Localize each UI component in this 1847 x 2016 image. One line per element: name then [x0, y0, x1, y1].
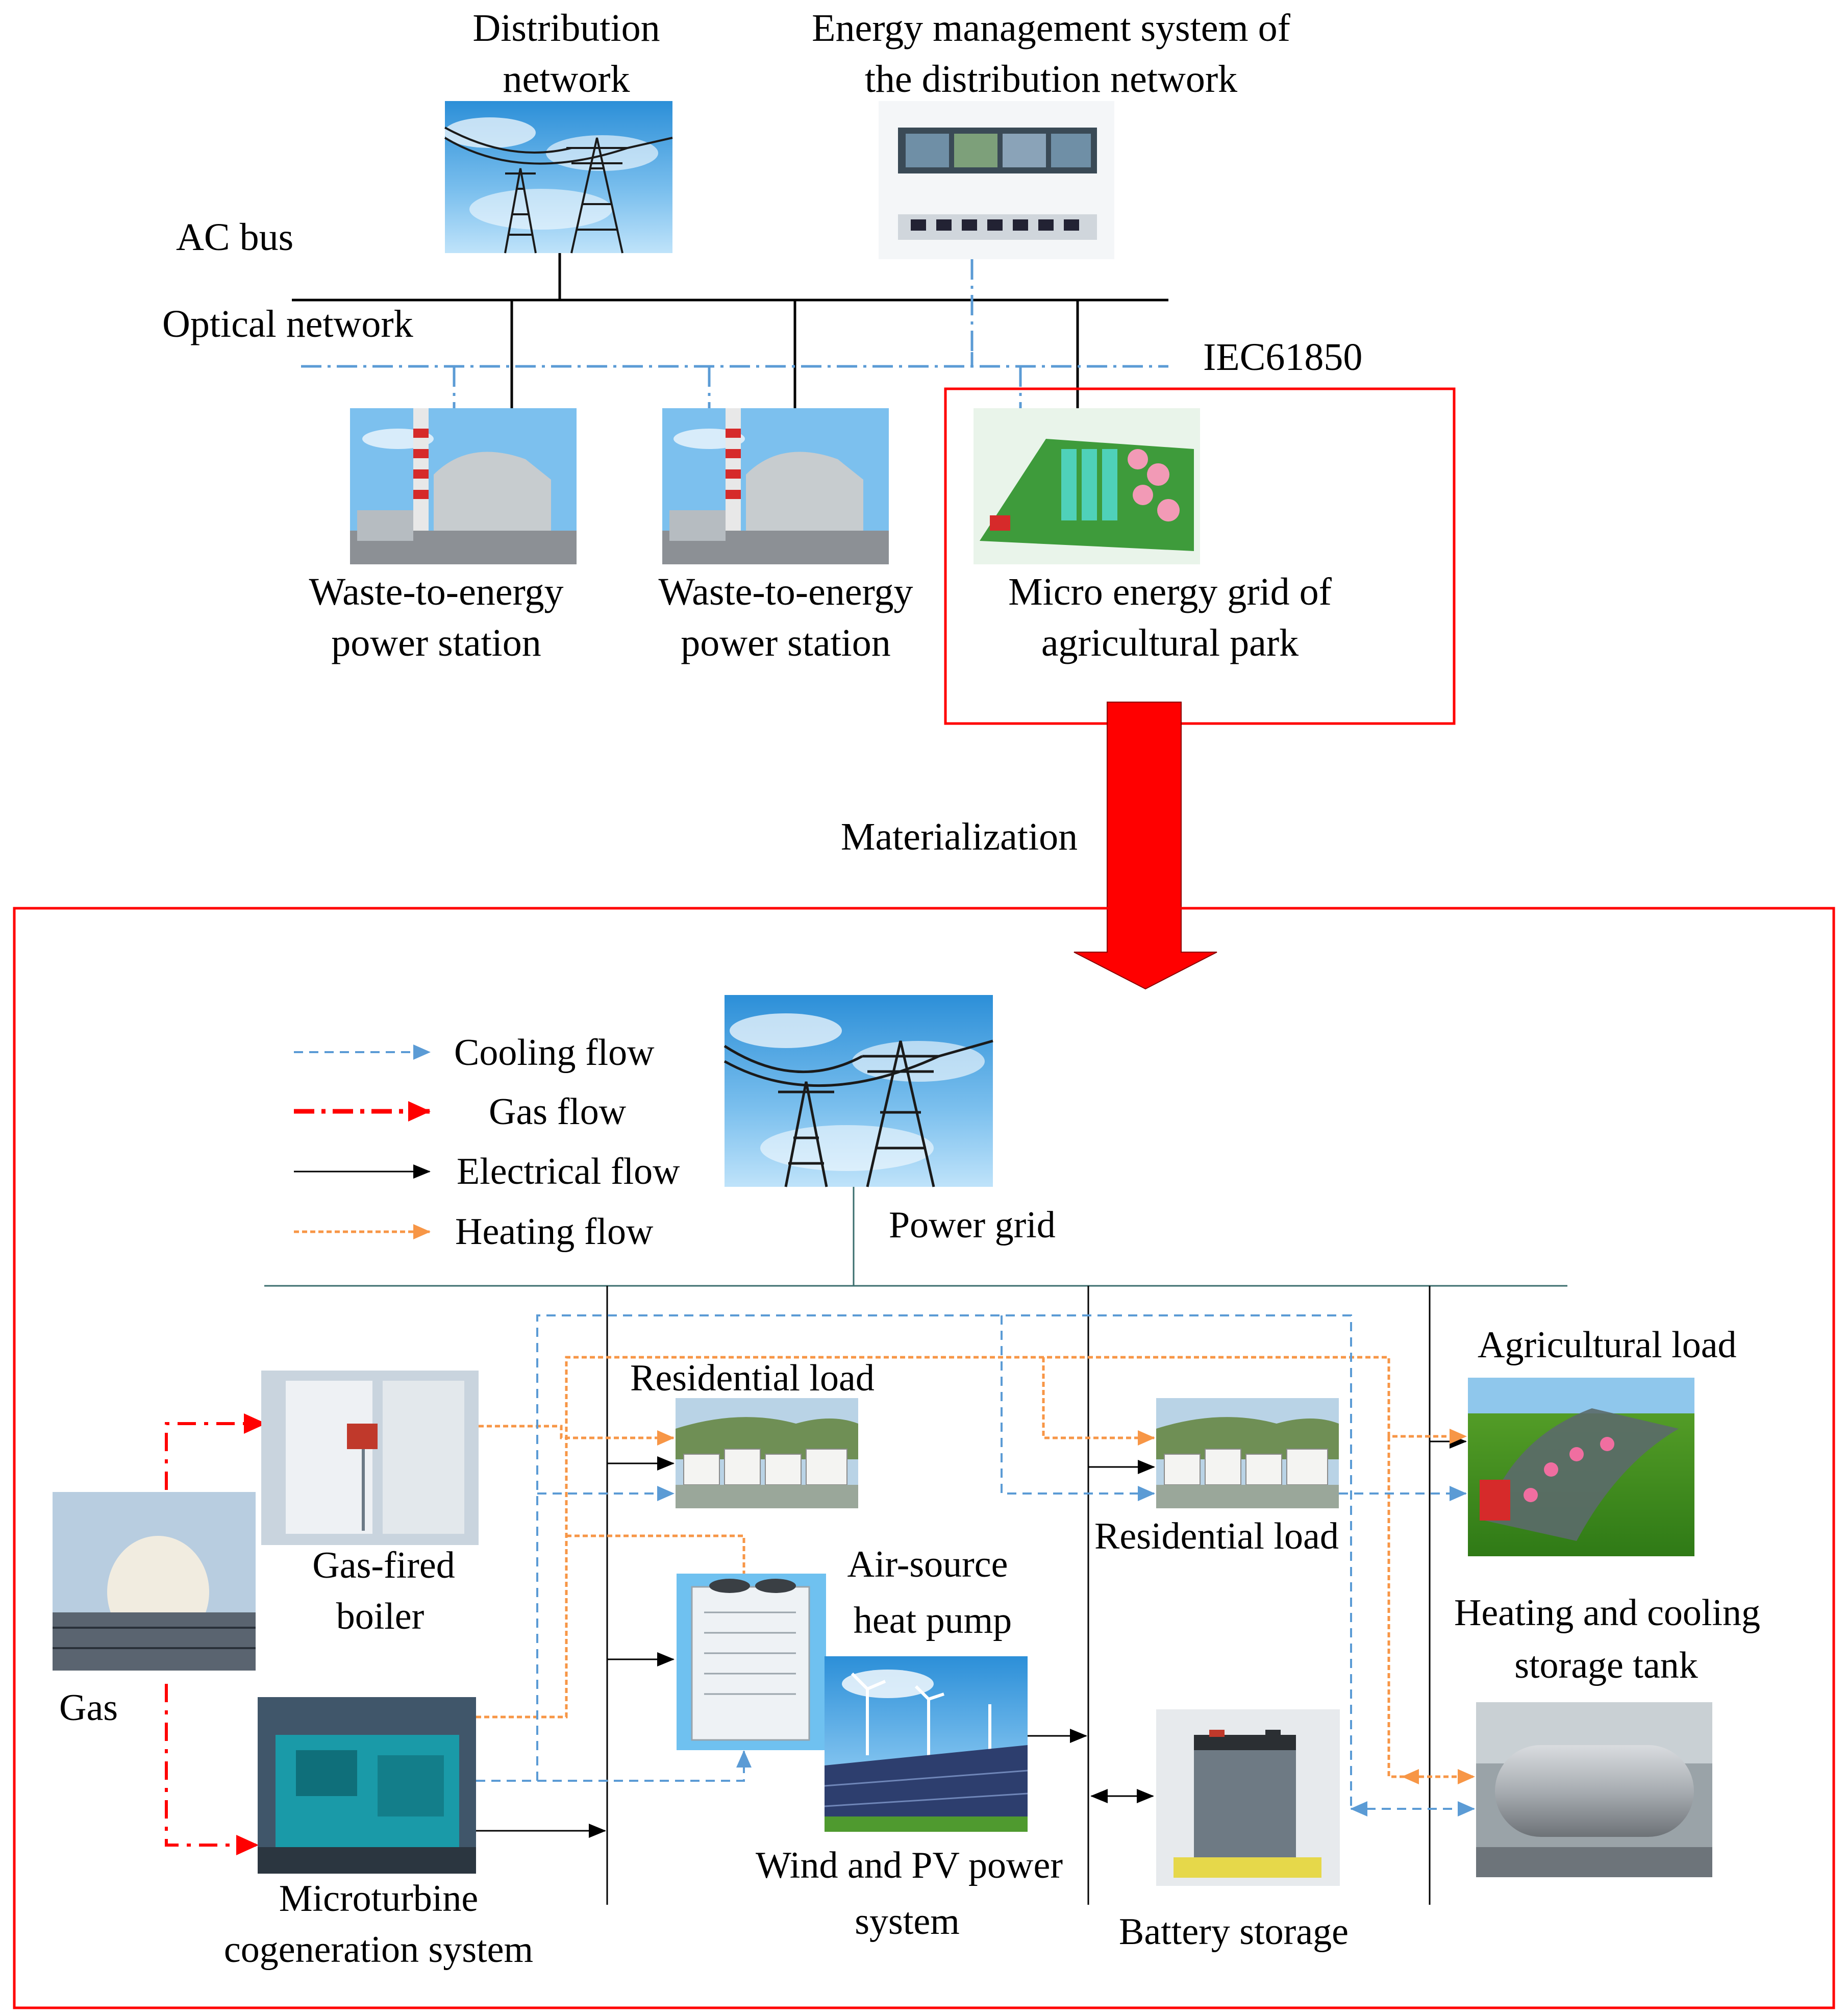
- legend-heating-label: Heating flow: [455, 1211, 654, 1253]
- agricultural-load-label: Agricultural load: [1478, 1324, 1737, 1366]
- optical-network: [301, 259, 1168, 408]
- legend-gas-label: Gas flow: [489, 1091, 627, 1133]
- optical-network-label: Optical network: [162, 303, 413, 345]
- tank-label-line2: storage tank: [1514, 1645, 1698, 1686]
- microturbine-label-line1: Microturbine: [279, 1878, 478, 1920]
- station-2-label-line2: power station: [681, 621, 891, 664]
- micro-grid-frame: [944, 387, 1456, 725]
- power-grid-label: Power grid: [889, 1204, 1056, 1246]
- agricultural-load-image: [1468, 1378, 1694, 1556]
- wind-pv-label-line2: system: [855, 1901, 960, 1943]
- legend-cooling-label: Cooling flow: [454, 1032, 655, 1074]
- station-1-label-line2: power station: [331, 621, 541, 664]
- gas-source-label: Gas: [59, 1687, 118, 1729]
- micro-grid-label-line2: agricultural park: [1041, 621, 1299, 664]
- ems-label-line2: the distribution network: [865, 58, 1237, 101]
- gas-fired-boiler-image: [261, 1371, 479, 1545]
- wind-pv-label-line1: Wind and PV power: [756, 1845, 1063, 1886]
- ems-control-room-image: [879, 101, 1114, 259]
- battery-storage-label: Battery storage: [1119, 1911, 1349, 1953]
- agricultural-park-image: [974, 408, 1200, 564]
- distribution-network-label-line2: network: [503, 58, 630, 101]
- battery-storage-image: [1156, 1709, 1340, 1886]
- storage-tank-image: [1476, 1702, 1712, 1877]
- heating-flows: [476, 1356, 1475, 1784]
- microturbine-label-line2: cogeneration system: [224, 1929, 533, 1971]
- station-2-label-line1: Waste-to-energy: [659, 570, 913, 613]
- legend: Cooling flow Gas flow Electrical flow He…: [294, 1032, 680, 1253]
- boiler-label-line2: boiler: [336, 1596, 425, 1637]
- micro-grid-label-line1: Micro energy grid of: [1008, 570, 1332, 613]
- residential-load-2-label: Residential load: [1094, 1515, 1339, 1557]
- microturbine-image: [258, 1697, 476, 1874]
- system-detail-frame: [13, 907, 1835, 2009]
- distribution-network-image: [444, 101, 673, 254]
- gas-flows: [165, 1413, 266, 1855]
- ac-bus-label: AC bus: [176, 216, 293, 259]
- air-source-heat-pump-image: [677, 1574, 826, 1750]
- ac-bus: [292, 253, 1168, 408]
- materialization-label: Materialization: [841, 815, 1078, 858]
- bottom-bus: [264, 1187, 1567, 1287]
- heat-pump-label-line2: heat pump: [854, 1600, 1012, 1641]
- gas-storage-image: [53, 1492, 256, 1671]
- waste-to-energy-station-2-image: [662, 408, 889, 564]
- distribution-network-label-line1: Distribution: [472, 7, 660, 49]
- heat-pump-label-line1: Air-source: [847, 1544, 1008, 1585]
- residential-load-1-image: [676, 1398, 858, 1508]
- ems-label-line1: Energy management system of: [812, 7, 1290, 49]
- waste-to-energy-station-1-image: [350, 408, 577, 564]
- station-1-label-line1: Waste-to-energy: [309, 570, 564, 613]
- power-grid-image: [723, 995, 993, 1187]
- legend-electrical-label: Electrical flow: [457, 1151, 680, 1192]
- boiler-label-line1: Gas-fired: [312, 1545, 455, 1586]
- tank-label-line1: Heating and cooling: [1454, 1592, 1760, 1634]
- iec61850-label: IEC61850: [1203, 336, 1362, 379]
- materialization-arrow: [1074, 702, 1217, 990]
- cooling-flows: [476, 1314, 1475, 1816]
- residential-load-2-image: [1156, 1398, 1339, 1508]
- residential-load-1-label: Residential load: [630, 1357, 875, 1399]
- wind-pv-image: [824, 1656, 1028, 1832]
